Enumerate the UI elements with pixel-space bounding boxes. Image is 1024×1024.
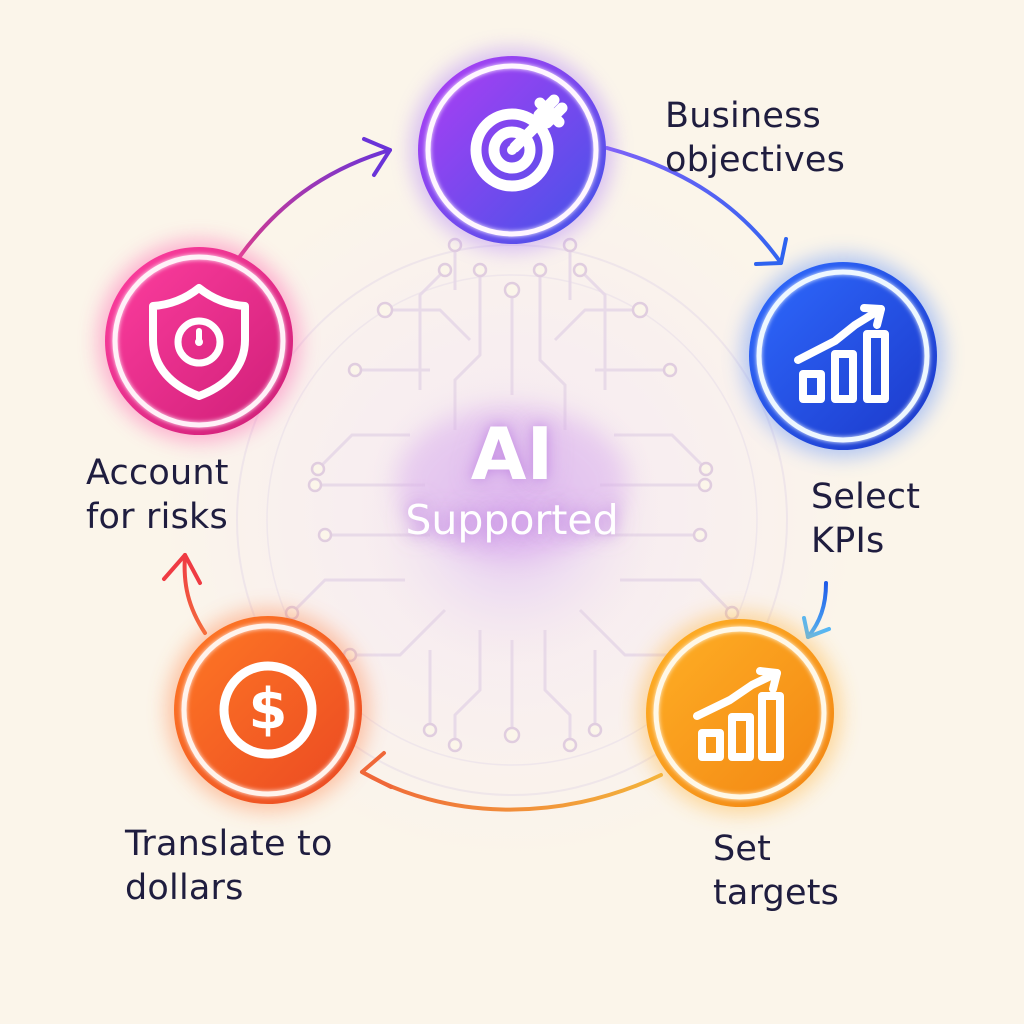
business-objectives-label-line-2: objectives xyxy=(665,140,846,180)
bar-chart-trend-icon xyxy=(794,304,889,403)
business-objectives-label: Business objectives xyxy=(665,94,845,182)
set-targets-label: Set targets xyxy=(713,827,839,915)
center-subtitle: Supported xyxy=(405,496,619,544)
svg-text:$: $ xyxy=(249,677,288,742)
select-kpis-label: Select KPIs xyxy=(811,475,920,563)
arrow-risks-to-business xyxy=(236,137,392,261)
translate-to-dollars-label: Translate to dollars xyxy=(125,822,333,910)
step-business-objectives xyxy=(411,49,613,251)
set-targets-label-line-1: Set xyxy=(713,829,772,869)
targets-node-ring xyxy=(653,626,827,800)
step-set-targets xyxy=(639,612,841,814)
kpi-node-ring xyxy=(756,269,930,443)
step-translate-dollars: $ xyxy=(167,609,369,811)
center-title: AI xyxy=(470,412,554,496)
dollars-node xyxy=(174,616,362,804)
risks-node-ring xyxy=(112,254,286,428)
cycle-arrows xyxy=(162,137,831,812)
business-objectives-label-line-1: Business xyxy=(665,96,821,136)
step-account-risks xyxy=(98,240,300,442)
select-kpis-label-line-2: KPIs xyxy=(811,521,885,561)
bar-chart-trend-icon xyxy=(693,667,784,761)
business-node-ring xyxy=(425,63,599,237)
account-for-risks-label-line-1: Account xyxy=(86,453,229,493)
translate-to-dollars-label-line-1: Translate to xyxy=(125,824,333,864)
account-for-risks-label: Account for risks xyxy=(86,451,229,539)
dollars-node-ring xyxy=(181,623,355,797)
target-icon xyxy=(470,94,568,192)
arrow-business-to-kpi xyxy=(605,146,788,266)
circuit-nodes xyxy=(284,237,740,753)
select-kpis-label-line-1: Select xyxy=(811,477,921,517)
center-text-glow xyxy=(397,407,627,557)
step-select-kpis xyxy=(742,255,944,457)
set-targets-label-line-2: targets xyxy=(713,873,840,913)
dollar-coin-icon: $ xyxy=(219,661,317,759)
translate-to-dollars-label-line-2: dollars xyxy=(125,868,244,908)
circuit-ring-inner xyxy=(266,274,758,766)
arrow-targets-to-dollars xyxy=(360,751,663,812)
arrow-kpi-to-targets xyxy=(802,581,831,639)
account-for-risks-label-line-2: for risks xyxy=(86,497,228,537)
arrow-dollars-to-risks xyxy=(162,553,207,635)
shield-gauge-icon xyxy=(149,284,249,400)
